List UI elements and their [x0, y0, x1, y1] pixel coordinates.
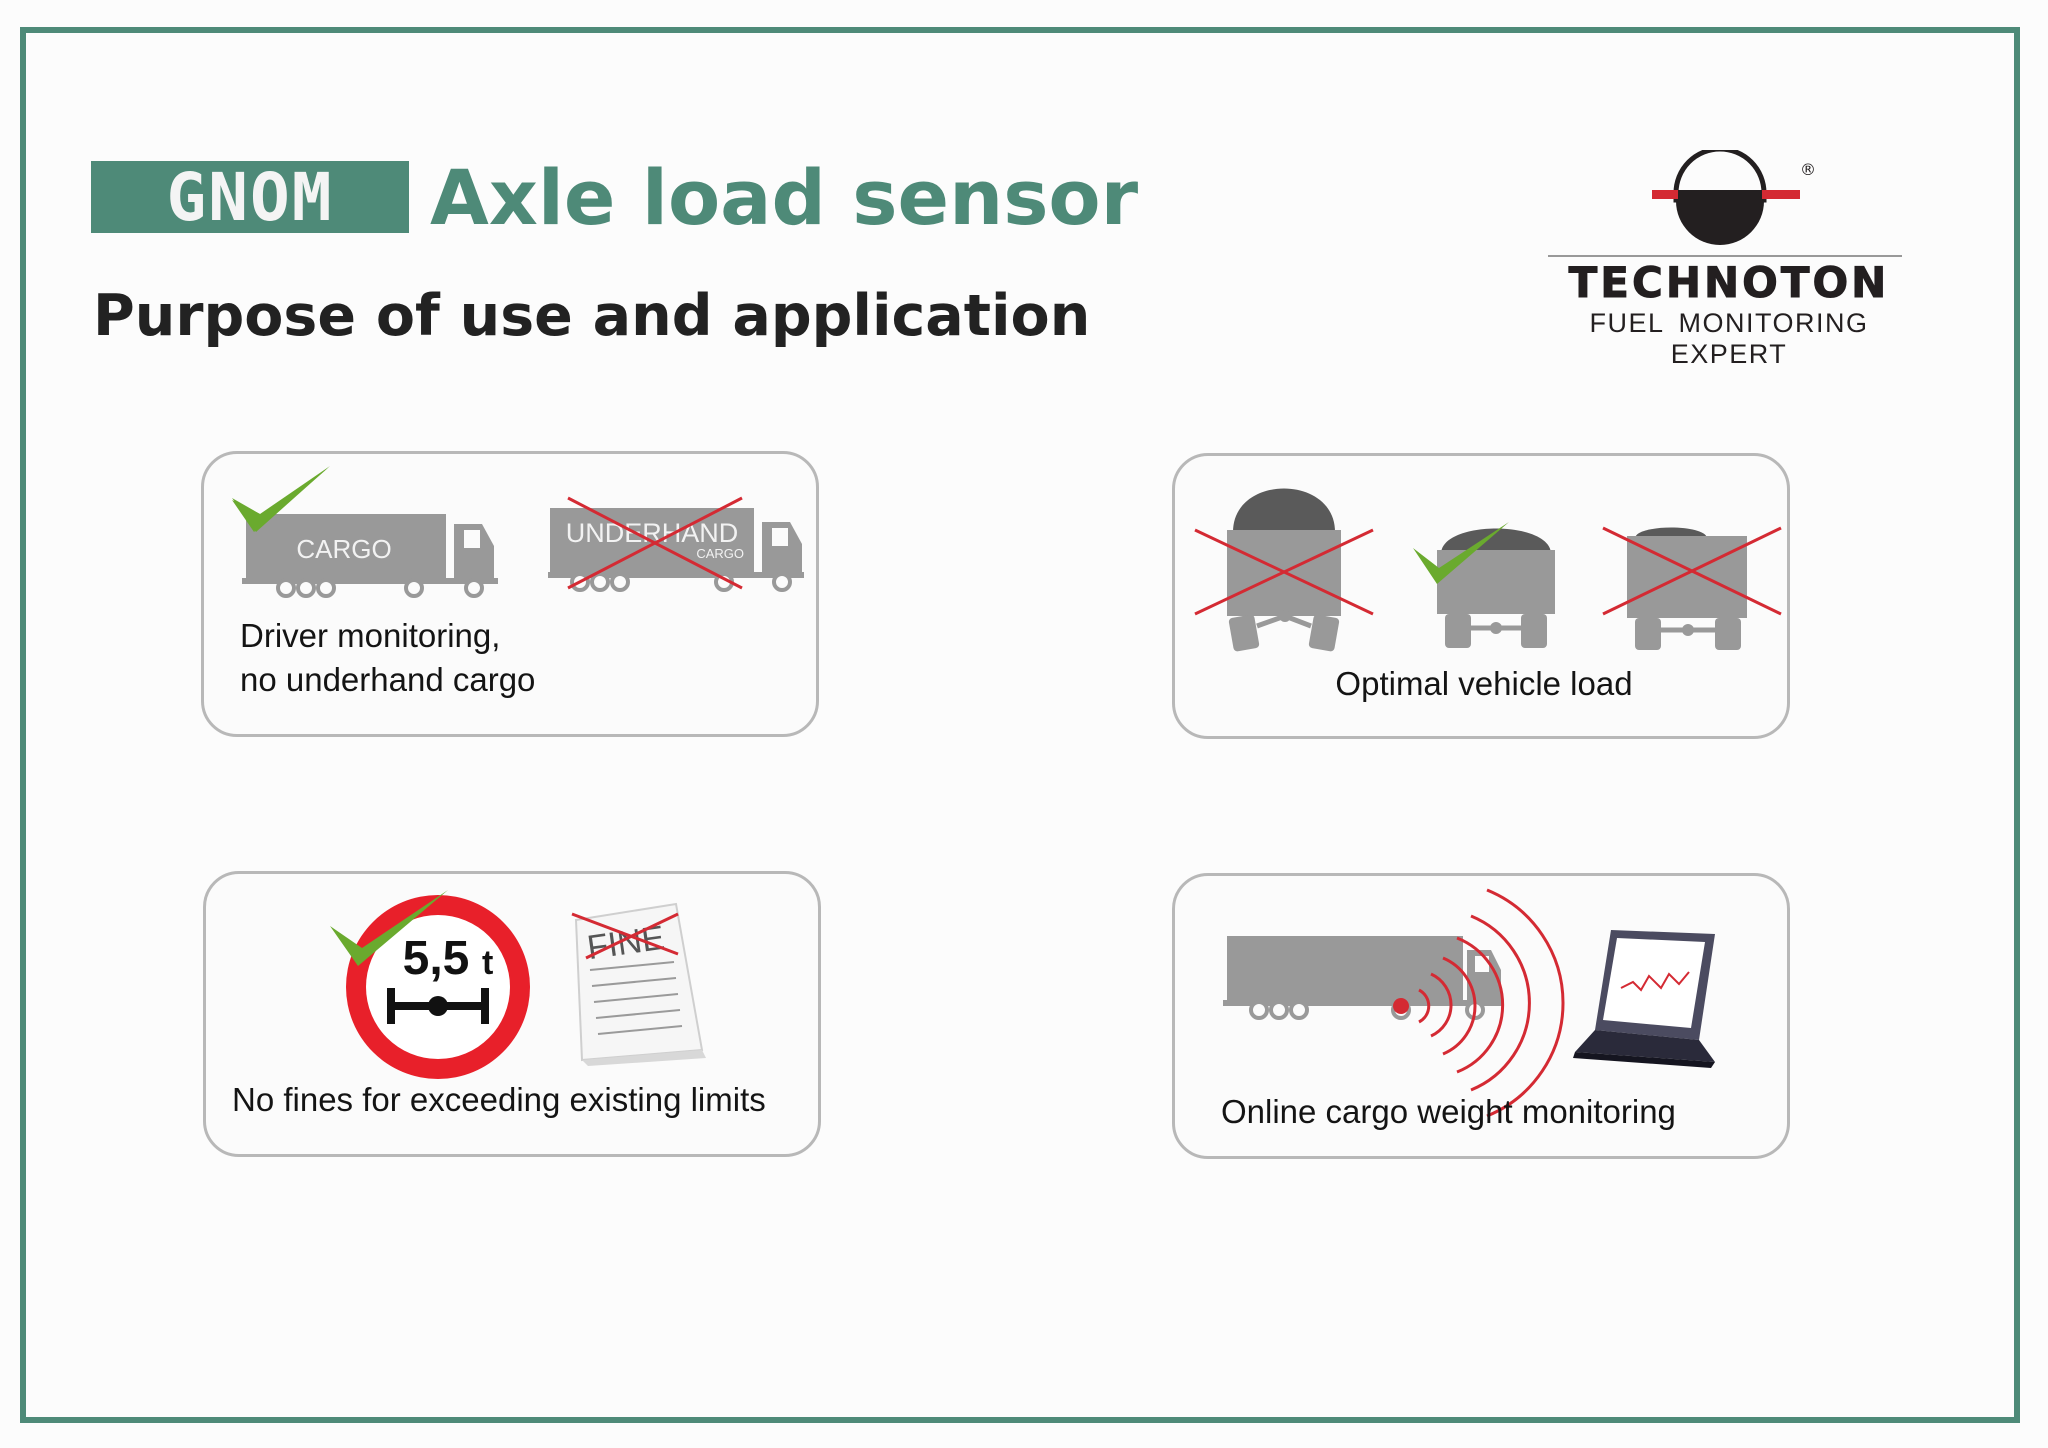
document-icon	[574, 902, 706, 1066]
truck-icon	[1223, 936, 1503, 1020]
card-caption: no underhand cargo	[240, 661, 536, 698]
card-caption: No fines for exceeding existing limits	[232, 1081, 766, 1118]
card-no-fines: 5,5 t FINE No fines for exceeding existi…	[203, 871, 821, 1157]
logo-tagline: FUEL MONITORING EXPERT	[1589, 308, 1869, 369]
logo-emblem-icon	[1652, 150, 1800, 245]
laptop-icon	[1573, 930, 1715, 1068]
registered-mark: ®	[1800, 160, 1816, 179]
technoton-logo: ®	[1548, 150, 1902, 257]
card-online-monitoring: Online cargo weight monitoring	[1172, 873, 1790, 1159]
road-sign-icon	[346, 895, 530, 1079]
page-subtitle: Purpose of use and application	[93, 283, 1091, 349]
underloaded-vehicle-icon	[1627, 527, 1747, 650]
logo-brand: TECHNOTON	[1568, 258, 1890, 308]
cross-icon	[1602, 526, 1782, 616]
trailer-label-cargo: CARGO	[296, 534, 391, 564]
trailer-label-underhand-small: CARGO	[696, 546, 744, 561]
sensor-dot-icon	[1393, 998, 1409, 1014]
card-caption: Online cargo weight monitoring	[1221, 1093, 1676, 1130]
page-title: Axle load sensor	[430, 153, 1139, 242]
card-optimal-load: Optimal vehicle load	[1172, 453, 1790, 739]
gnom-badge: GNOM	[91, 159, 409, 236]
overloaded-vehicle-icon	[1227, 488, 1341, 652]
cross-icon	[567, 496, 743, 590]
sign-value: 5,5	[403, 932, 470, 985]
signal-waves-icon	[1418, 888, 1565, 1118]
sign-unit: t	[482, 944, 493, 982]
cross-icon	[571, 912, 679, 960]
cross-icon	[1194, 528, 1374, 616]
card-caption: Optimal vehicle load	[1335, 665, 1633, 702]
page-frame	[20, 27, 2020, 1423]
checkmark-icon	[330, 890, 448, 966]
card-driver-monitoring: CARGO UNDERHAND CARGO Driver monitoring,…	[201, 451, 819, 737]
checkmark-icon	[1413, 522, 1509, 584]
card-caption: Driver monitoring,	[240, 617, 501, 654]
optimal-vehicle-icon	[1437, 528, 1555, 648]
truck-icon	[242, 514, 498, 598]
